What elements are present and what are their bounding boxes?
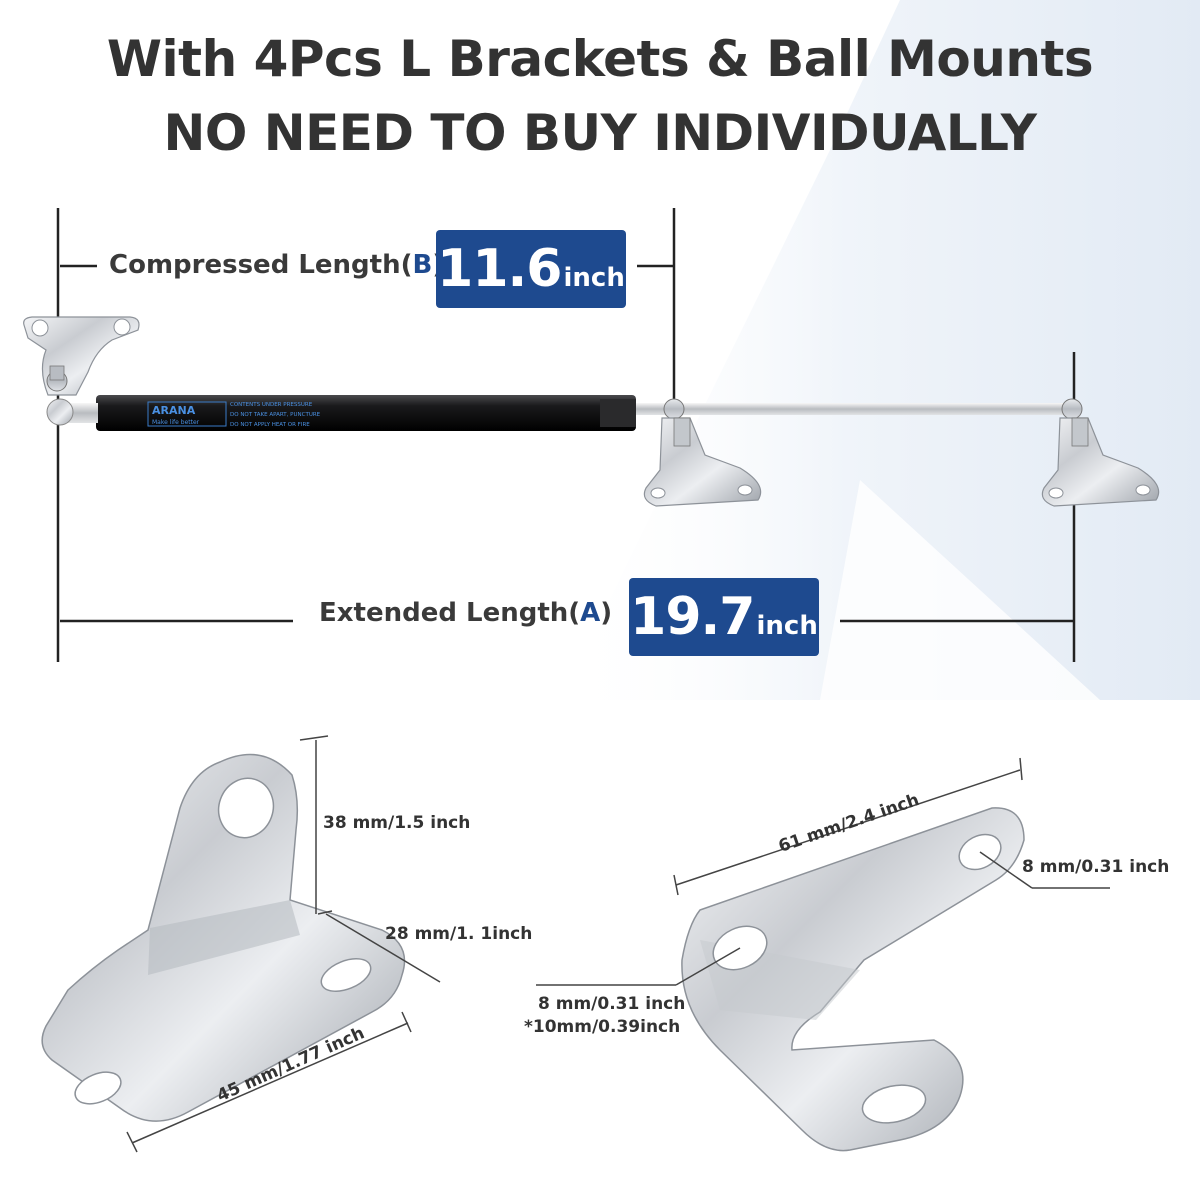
- strut-bracket-right: [1041, 398, 1160, 507]
- strut-warning-3: DO NOT APPLY HEAT OR FIRE: [230, 422, 310, 428]
- bracket-dimension-lines: [126, 735, 1110, 1153]
- compressed-value: 11.6: [437, 239, 562, 299]
- gas-strut: ARANA Make life better CONTENTS UNDER PR…: [46, 395, 1064, 431]
- extended-length-label: Extended Length(A): [319, 598, 613, 628]
- headline-line-2: NO NEED TO BUY INDIVIDUALLY: [163, 104, 1037, 162]
- strut-bracket-middle: [643, 398, 762, 507]
- right-bracket-hole-small: 8 mm/0.31 inch: [1022, 857, 1170, 877]
- extended-unit: inch: [756, 611, 818, 641]
- compressed-unit: inch: [563, 263, 625, 293]
- l-bracket-left-large: [41, 753, 406, 1122]
- compressed-letter: B: [412, 250, 433, 280]
- strut-bracket-left: [23, 316, 140, 396]
- strut-warning-2: DO NOT TAKE APART, PUNCTURE: [230, 412, 321, 418]
- strut-tagline: Make life better: [152, 419, 200, 426]
- dimension-lines: [56, 208, 1076, 662]
- strut-brand: ARANA: [152, 404, 196, 417]
- headline-line-1: With 4Pcs L Brackets & Ball Mounts: [106, 30, 1094, 88]
- strut-warning-1: CONTENTS UNDER PRESSURE: [230, 402, 313, 408]
- compressed-length-label: Compressed Length(B): [109, 250, 444, 280]
- left-bracket-depth: 28 mm/1. 1inch: [385, 924, 533, 944]
- l-bracket-right-large: [681, 807, 1025, 1152]
- extended-letter: A: [580, 598, 601, 628]
- right-bracket-hole-front-alt: *10mm/0.39inch: [524, 1017, 681, 1037]
- right-bracket-hole-front: 8 mm/0.31 inch: [538, 994, 686, 1014]
- extended-value: 19.7: [630, 587, 755, 647]
- background-decoration: [560, 0, 1200, 700]
- left-bracket-height: 38 mm/1.5 inch: [323, 813, 471, 833]
